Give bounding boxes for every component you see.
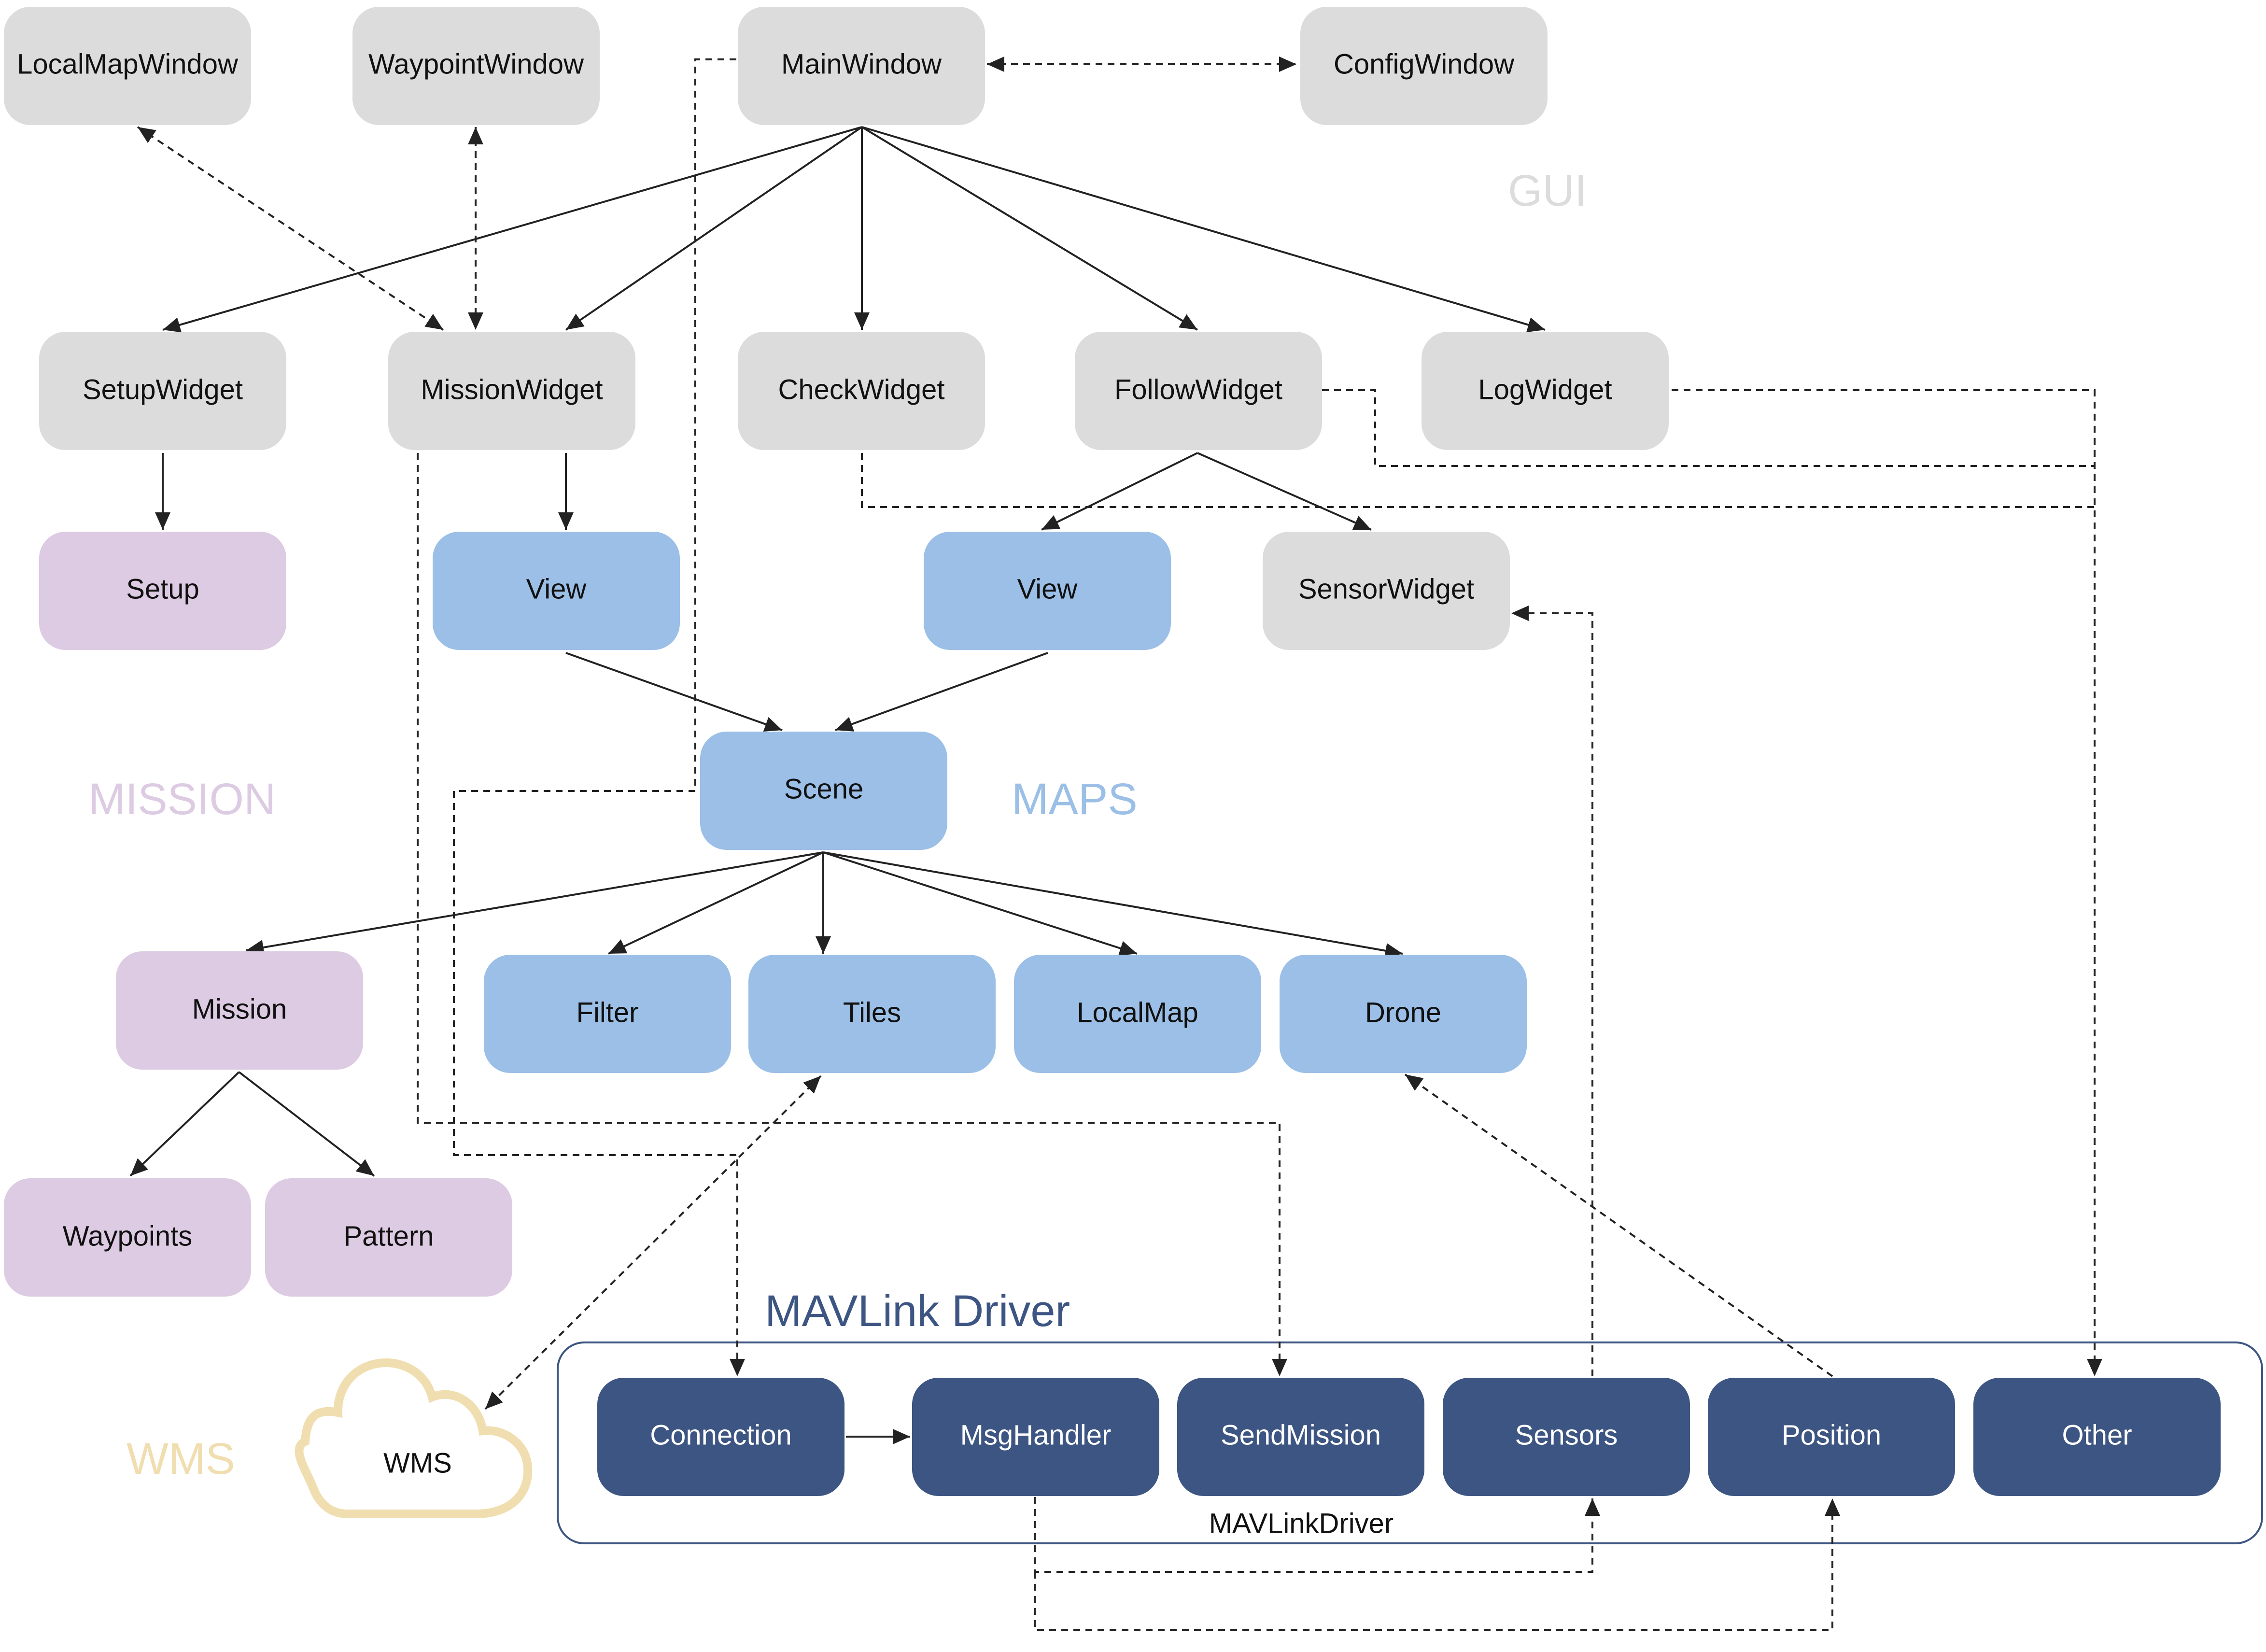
svg-text:Setup: Setup [126, 574, 199, 605]
edge-tiles-wms [484, 1075, 822, 1410]
mavlink-driver-container [557, 1341, 2263, 1544]
svg-text:Tiles: Tiles [843, 997, 901, 1029]
wms-cloud: WMS [295, 1358, 533, 1518]
dashed-connectors [137, 56, 2102, 1631]
edge-mission-pattern [238, 1071, 375, 1177]
node-config-window: ConfigWindow [1300, 7, 1548, 125]
node-mission: Mission [116, 951, 363, 1070]
node-view-follow: View [924, 532, 1171, 650]
edge-view-scene [565, 652, 783, 732]
svg-text:ConfigWindow: ConfigWindow [1334, 49, 1515, 80]
svg-text:LocalMapWindow: LocalMapWindow [17, 49, 239, 80]
edge-msghandler-position [1034, 1498, 1840, 1631]
svg-text:View: View [526, 574, 587, 605]
edge-view2-scene [835, 652, 1048, 732]
edge-followwidget-other [1322, 389, 2095, 467]
node-log-widget: LogWidget [1422, 332, 1669, 450]
node-connection: Connection [597, 1378, 844, 1496]
edge-main-logwidget [861, 126, 1546, 333]
edge-position-drone [1404, 1073, 1833, 1377]
group-label-mavlink: MAVLink Driver [765, 1286, 1070, 1336]
edge-msghandler-sensors [1034, 1497, 1600, 1573]
edge-scene-mission [246, 851, 824, 955]
node-filter: Filter [484, 955, 731, 1073]
node-waypoint-window: WaypointWindow [352, 7, 600, 125]
node-position: Position [1708, 1378, 1955, 1496]
edge-main-setupwidget [162, 126, 862, 333]
svg-text:LocalMap: LocalMap [1077, 997, 1198, 1029]
node-scene: Scene [700, 732, 947, 850]
svg-text:SensorWidget: SensorWidget [1298, 574, 1474, 605]
edge-followwidget-sensorwidget [1197, 452, 1372, 531]
node-view-mission: View [433, 532, 680, 650]
edge-missionwidget-sendmission [417, 453, 1287, 1376]
edge-scene-filter [608, 851, 824, 955]
edge-main-followwidget [861, 126, 1198, 331]
svg-text:Pattern: Pattern [344, 1221, 434, 1252]
node-mission-widget: MissionWidget [388, 332, 635, 450]
svg-text:CheckWidget: CheckWidget [778, 374, 945, 406]
group-label-gui: GUI [1508, 166, 1587, 215]
edge-scene-localmap [823, 851, 1138, 956]
svg-text:WaypointWindow: WaypointWindow [368, 49, 584, 80]
node-pattern: Pattern [265, 1178, 512, 1297]
solid-connectors [129, 126, 1546, 1444]
node-local-map-window: LocalMapWindow [4, 7, 251, 125]
node-setup-widget: SetupWidget [39, 332, 286, 450]
svg-text:Mission: Mission [192, 994, 287, 1025]
edge-mission-waypoints [129, 1071, 240, 1177]
svg-text:Waypoints: Waypoints [63, 1221, 193, 1252]
node-sensor-widget: SensorWidget [1263, 532, 1510, 650]
node-setup: Setup [39, 532, 286, 650]
svg-text:Other: Other [2062, 1420, 2132, 1451]
node-drone: Drone [1280, 955, 1527, 1073]
svg-text:MsgHandler: MsgHandler [960, 1420, 1112, 1451]
node-local-map: LocalMap [1014, 955, 1261, 1073]
group-label-mission: MISSION [88, 775, 276, 824]
svg-text:Drone: Drone [1365, 997, 1441, 1029]
node-tiles: Tiles [748, 955, 996, 1073]
edge-main-connection [453, 58, 745, 1376]
edge-scene-drone [823, 851, 1403, 959]
svg-text:SendMission: SendMission [1221, 1420, 1381, 1451]
wms-cloud-label: WMS [383, 1448, 452, 1479]
node-send-mission: SendMission [1177, 1378, 1424, 1496]
edge-sensors-sensorwidget [1511, 606, 1593, 1376]
node-follow-widget: FollowWidget [1075, 332, 1322, 450]
svg-text:View: View [1017, 574, 1078, 605]
mavlink-driver-caption: MAVLinkDriver [1209, 1508, 1393, 1539]
svg-text:Filter: Filter [577, 997, 639, 1029]
node-waypoints: Waypoints [4, 1178, 251, 1297]
svg-text:Scene: Scene [784, 774, 863, 805]
svg-text:Position: Position [1782, 1420, 1881, 1451]
svg-text:FollowWidget: FollowWidget [1114, 374, 1282, 406]
edge-followwidget-view [1041, 452, 1198, 531]
edge-logwidget-other [1672, 389, 2102, 1376]
node-check-widget: CheckWidget [738, 332, 985, 450]
edge-checkwidget-other [861, 453, 2095, 508]
svg-text:Sensors: Sensors [1515, 1420, 1618, 1451]
edge-main-missionwidget [565, 126, 863, 331]
node-other: Other [1973, 1378, 2221, 1496]
node-main-window: MainWindow [738, 7, 985, 125]
svg-text:MissionWidget: MissionWidget [421, 374, 603, 406]
svg-text:LogWidget: LogWidget [1478, 374, 1612, 406]
node-sensors: Sensors [1443, 1378, 1690, 1496]
node-msg-handler: MsgHandler [912, 1378, 1159, 1496]
group-label-maps: MAPS [1012, 775, 1138, 824]
svg-text:Connection: Connection [650, 1420, 791, 1451]
edge-localmapwindow-missionwidget [137, 126, 444, 331]
svg-text:MainWindow: MainWindow [781, 49, 942, 80]
group-label-wms: WMS [127, 1434, 235, 1483]
svg-text:SetupWidget: SetupWidget [83, 374, 243, 406]
